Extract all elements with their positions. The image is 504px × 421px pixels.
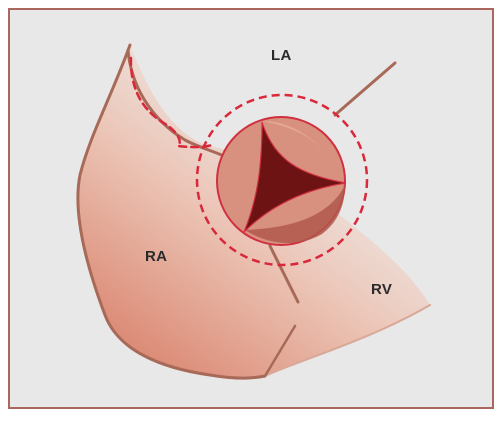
mitral-annulus-line	[335, 63, 395, 115]
left-atrium-label: LA	[271, 47, 292, 64]
tricuspid-valve	[217, 117, 346, 245]
right-ventricle-label: RV	[371, 281, 392, 298]
right-atrium-label: RA	[145, 248, 167, 265]
